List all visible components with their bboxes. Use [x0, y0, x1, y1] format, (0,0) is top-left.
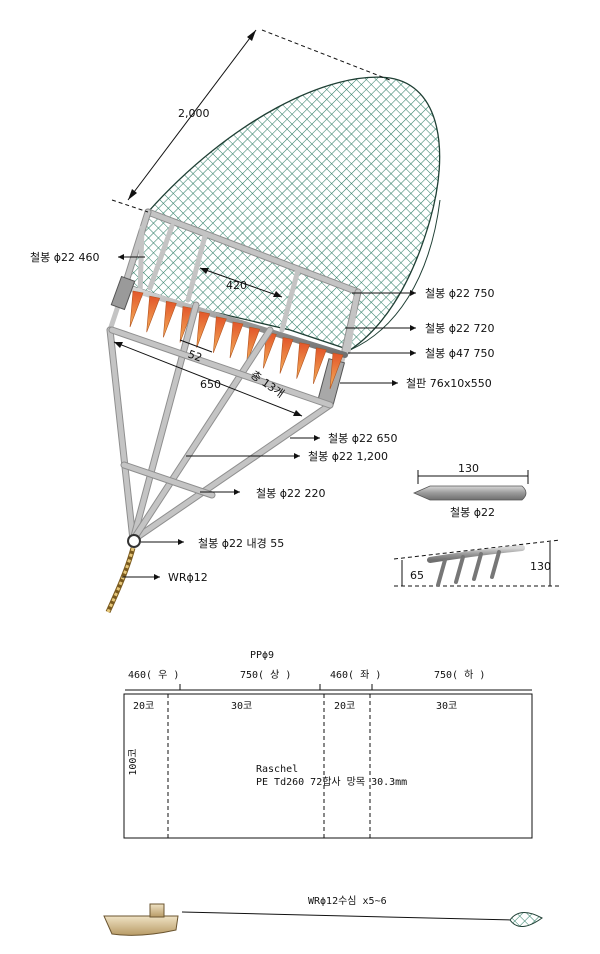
svg-text:철판 76x10x550: 철판 76x10x550 — [406, 377, 492, 390]
dim-420: 420 — [199, 267, 283, 298]
tooth — [213, 316, 227, 353]
callout-bar-220: 철봉 ϕ22 220 — [200, 487, 325, 500]
plan-mesh-count-2: 30코 — [231, 701, 252, 712]
dim-420-label: 420 — [226, 279, 247, 292]
callout-bar-750: 철봉 ϕ22 750 — [352, 287, 494, 300]
svg-text:130: 130 — [530, 560, 551, 573]
plan-material-2: PE Td260 72합사 망목 30.3mm — [256, 776, 407, 788]
net-plan: PPϕ9 460( 우 ) 750( 상 ) 460( 좌 ) 750( 하 )… — [123, 650, 533, 839]
plan-rope-label: PPϕ9 — [250, 650, 274, 661]
plan-top-label-4: 750( 하 ) — [434, 668, 485, 681]
svg-text:철봉 ϕ22 460: 철봉 ϕ22 460 — [30, 251, 99, 264]
callout-bar-720: 철봉 ϕ22 720 — [345, 322, 494, 335]
dim-2000-label: 2,000 — [178, 107, 210, 120]
svg-text:철봉 ϕ22 1,200: 철봉 ϕ22 1,200 — [308, 450, 388, 463]
tooth — [279, 337, 294, 374]
svg-text:철봉 ϕ22 220: 철봉 ϕ22 220 — [256, 487, 325, 500]
callout-wire: WRϕ12 — [122, 571, 208, 584]
dim-2000: 2,000 — [111, 29, 391, 213]
tooth — [313, 347, 327, 384]
svg-text:철봉 ϕ22 650: 철봉 ϕ22 650 — [328, 432, 397, 445]
callout-plate: 철판 76x10x550 — [340, 377, 492, 390]
tooth — [163, 300, 177, 338]
svg-text:65: 65 — [410, 569, 424, 582]
tooth-bar-label: 철봉 ϕ22 — [450, 506, 495, 519]
plan-mesh-count-4: 30코 — [436, 701, 457, 712]
callout-ring: 철봉 ϕ22 내경 55 — [141, 537, 284, 550]
plan-top-label-2: 750( 상 ) — [240, 669, 291, 681]
plan-side-count: 100코 — [128, 748, 139, 775]
dim-650: 650 총 13개 — [113, 341, 303, 417]
tooth-detail: 130 철봉 ϕ22 — [413, 462, 529, 519]
svg-text:철봉 ϕ22 내경 55: 철봉 ϕ22 내경 55 — [198, 537, 284, 550]
plan-material-1: Raschel — [256, 764, 298, 775]
plan-top-label-1: 460( 우 ) — [128, 669, 179, 681]
dim-52-label: 52 — [186, 348, 204, 365]
callout-bar-460: 철봉 ϕ22 460 — [30, 251, 145, 264]
dim-650-label: 650 — [200, 378, 221, 391]
callout-bar-650: 철봉 ϕ22 650 — [290, 432, 397, 445]
teeth-side-detail: 65 130 — [393, 539, 561, 587]
svg-text:철봉 ϕ47 750: 철봉 ϕ47 750 — [425, 347, 494, 360]
svg-text:철봉 ϕ22 750: 철봉 ϕ22 750 — [425, 287, 494, 300]
tooth — [246, 326, 261, 364]
plan-mesh-count-1: 20코 — [133, 701, 154, 712]
tooth — [329, 352, 344, 390]
wire-rope — [105, 547, 136, 614]
bridle — [106, 301, 334, 548]
tooth — [296, 342, 311, 379]
towing-scene: WRϕ12수심 x5~6 — [103, 895, 543, 936]
callout-bar-1200: 철봉 ϕ22 1,200 — [186, 450, 388, 463]
tooth — [146, 295, 161, 333]
svg-text:철봉 ϕ22 720: 철봉 ϕ22 720 — [425, 322, 494, 335]
towing-line-label: WRϕ12수심 x5~6 — [308, 895, 387, 907]
tooth — [129, 290, 144, 328]
net-bag — [127, 76, 441, 351]
teeth-count-label: 총 13개 — [248, 368, 286, 400]
plan-top-label-3: 460( 좌 ) — [330, 669, 381, 681]
plan-mesh-count-3: 20코 — [334, 701, 355, 712]
callout-bar-47: 철봉 ϕ47 750 — [348, 347, 494, 360]
dim-52: 52 — [179, 339, 213, 365]
tooth — [229, 321, 244, 359]
svg-text:WRϕ12: WRϕ12 — [168, 571, 208, 584]
tooth — [196, 311, 211, 348]
tooth-length-label: 130 — [458, 462, 479, 475]
